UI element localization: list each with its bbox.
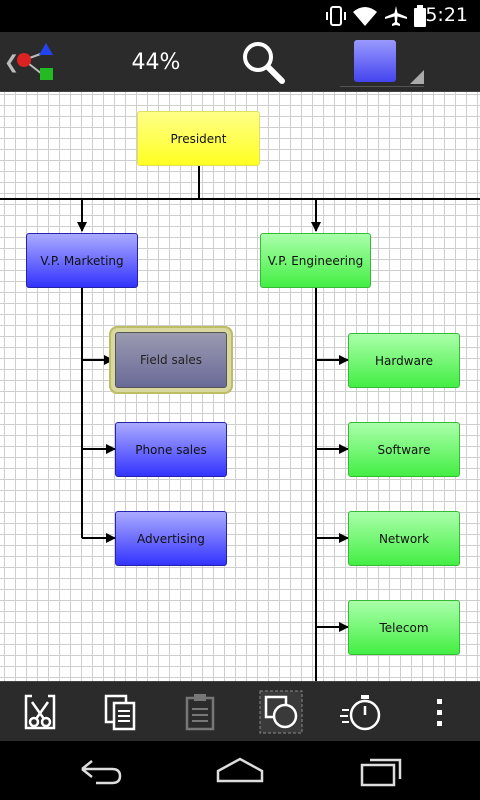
app-logo-icon[interactable] xyxy=(14,40,58,84)
back-icon[interactable] xyxy=(74,755,126,787)
bottom-toolbar xyxy=(0,681,480,741)
timer-icon[interactable] xyxy=(340,690,384,734)
vibrate-icon xyxy=(326,6,346,26)
node-network[interactable]: Network xyxy=(348,511,460,566)
dropdown-corner-icon xyxy=(410,70,424,84)
navigation-bar xyxy=(0,741,480,800)
status-bar: 5:21 xyxy=(0,0,480,32)
search-icon[interactable] xyxy=(238,38,290,86)
node-telecom[interactable]: Telecom xyxy=(348,600,460,655)
node-vp-marketing[interactable]: V.P. Marketing xyxy=(26,233,138,288)
home-icon[interactable] xyxy=(214,755,266,787)
cut-icon[interactable] xyxy=(18,690,62,734)
node-software[interactable]: Software xyxy=(348,422,460,477)
color-picker-underline xyxy=(340,86,424,87)
back-chevron-icon[interactable]: ❮ xyxy=(4,52,20,73)
org-chart-connectors xyxy=(0,166,480,681)
color-swatch xyxy=(354,40,396,82)
node-vp-engineering[interactable]: V.P. Engineering xyxy=(260,233,371,288)
color-picker-button[interactable] xyxy=(340,36,424,90)
paste-icon xyxy=(185,694,215,731)
node-field-sales[interactable]: Field sales xyxy=(115,332,227,388)
copy-icon[interactable] xyxy=(98,690,142,734)
overflow-menu-icon[interactable] xyxy=(418,690,462,734)
arrange-icon[interactable] xyxy=(259,690,303,734)
zoom-level[interactable]: 44% xyxy=(131,50,181,75)
node-hardware[interactable]: Hardware xyxy=(348,333,460,388)
status-clock: 5:21 xyxy=(425,4,468,26)
action-bar: ❮ 44% xyxy=(0,32,480,92)
diagram-canvas[interactable]: President V.P. Marketing V.P. Engineerin… xyxy=(0,92,480,681)
node-advertising[interactable]: Advertising xyxy=(115,511,227,566)
battery-icon xyxy=(414,5,426,27)
node-president[interactable]: President xyxy=(137,111,260,166)
airplane-mode-icon xyxy=(385,6,407,26)
wifi-icon xyxy=(353,7,377,26)
node-phone-sales[interactable]: Phone sales xyxy=(115,422,227,477)
recent-apps-icon[interactable] xyxy=(356,755,408,787)
